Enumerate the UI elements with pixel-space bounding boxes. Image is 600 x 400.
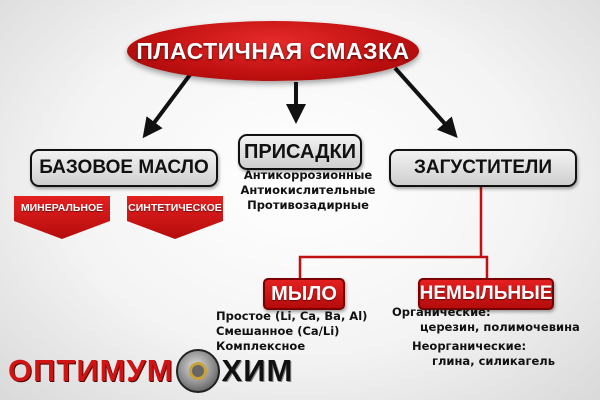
soap-list: Простое (Li, Ca, Ba, Al) Смешанное (Ca/L… <box>216 309 367 354</box>
organic-items: церезин, полимочевина <box>420 320 580 334</box>
logo-text-part2: ХИМ <box>221 353 294 388</box>
non-soap-node: НЕМЫЛЬНЫЕ <box>418 278 554 310</box>
additives-list: Антикоррозионные Антиокислительные Проти… <box>236 168 380 213</box>
list-item: Антикоррозионные <box>243 168 373 182</box>
thickener-tree-branch <box>298 255 489 279</box>
logo-text-part1: ОПТИМУМ <box>8 353 174 388</box>
thickeners-node: ЗАГУСТИТЕЛИ <box>389 149 577 187</box>
arrow-to-thickeners <box>393 66 458 138</box>
root-node: ПЛАСТИЧНАЯ СМАЗКА <box>127 21 419 81</box>
list-item: Смешанное (Ca/Li) <box>216 324 340 338</box>
brand-logo: ОПТИМУМ ХИМ <box>8 349 293 393</box>
bearing-icon <box>175 349 220 393</box>
inorganic-items: глина, силикагель <box>432 354 555 368</box>
list-item: Антиокислительные <box>240 183 376 197</box>
base-oil-node: БАЗОВОЕ МАСЛО <box>30 149 218 187</box>
list-item: Комплексное <box>216 339 306 353</box>
inorganic-title: Неорганические: <box>412 339 527 353</box>
non-soap-list: Органические: церезин, полимочевина Неор… <box>392 305 580 369</box>
list-item: Противозадирные <box>247 198 369 212</box>
additives-node: ПРИСАДКИ <box>238 134 362 170</box>
list-item: Простое (Li, Ca, Ba, Al) <box>216 309 368 323</box>
arrow-to-base-oil <box>142 66 197 139</box>
organic-title: Органические: <box>392 305 491 319</box>
soap-node: МЫЛО <box>263 278 345 310</box>
root-label: ПЛАСТИЧНАЯ СМАЗКА <box>136 37 410 64</box>
